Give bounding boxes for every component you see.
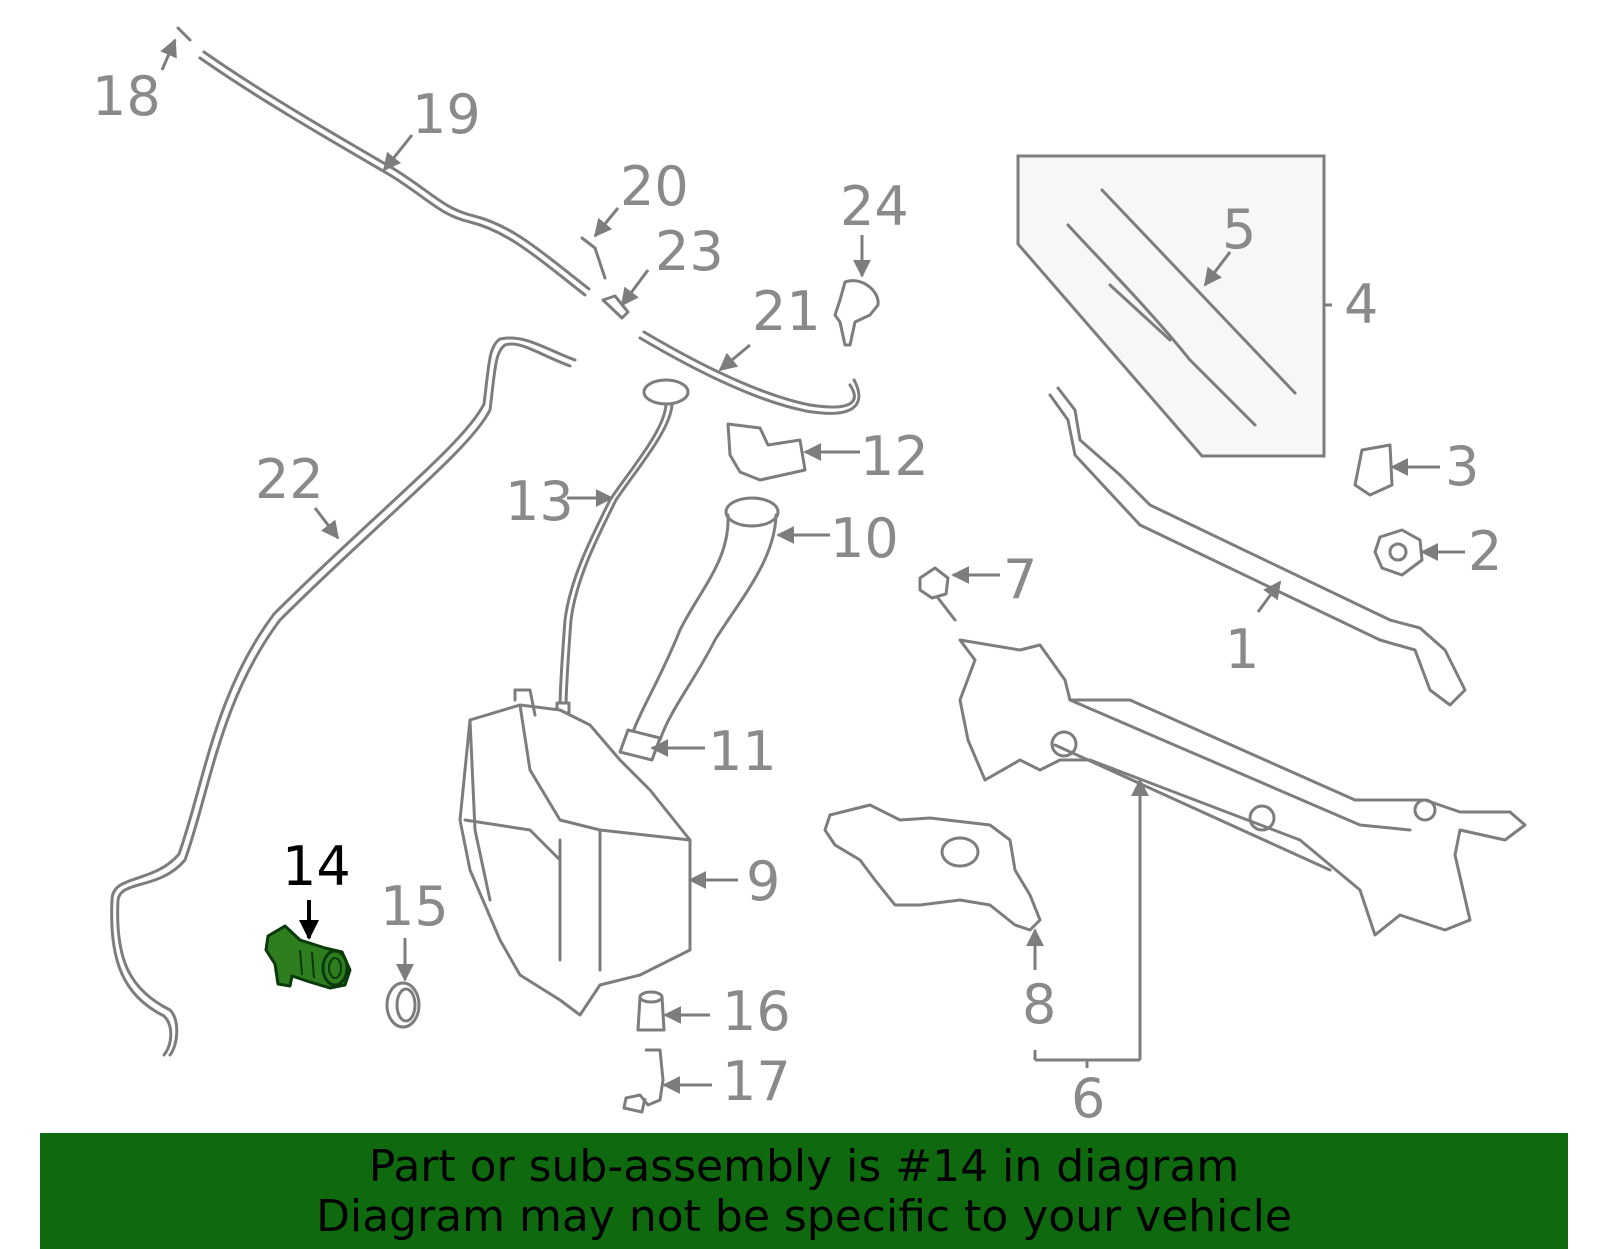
part-17-sensor (622, 1048, 712, 1114)
part-19-hose (160, 26, 591, 297)
part-13-cap (555, 378, 690, 715)
part-1-wiper-arm (1048, 386, 1467, 707)
part-3-cap (1353, 443, 1440, 497)
callout-18: 18 (92, 65, 161, 128)
part-4-blade-assembly (1016, 154, 1332, 458)
part-23-connector (601, 269, 650, 320)
info-banner: Part or sub-assembly is #14 in diagram D… (40, 1133, 1568, 1249)
callout-17: 17 (722, 1050, 791, 1113)
callout-19: 19 (412, 83, 481, 146)
part-10-filler-neck (628, 496, 830, 742)
callout-2: 2 (1468, 520, 1502, 583)
part-24-nozzle (833, 235, 880, 347)
callout-10: 10 (830, 507, 899, 570)
callout-16: 16 (722, 980, 791, 1043)
part-11-seal (618, 728, 705, 762)
callout-24: 24 (840, 175, 909, 238)
callout-1: 1 (1225, 618, 1259, 681)
part-20-connector (580, 207, 620, 280)
part-7-bolt (918, 566, 1000, 622)
banner-line-2: Diagram may not be specific to your vehi… (316, 1191, 1292, 1242)
callout-21: 21 (752, 280, 821, 343)
part-22-hose (110, 336, 577, 1057)
callout-20: 20 (620, 155, 689, 218)
callout-4: 4 (1344, 273, 1378, 336)
callout-13: 13 (505, 470, 574, 533)
callout-5: 5 (1222, 198, 1256, 261)
callout-23: 23 (655, 220, 724, 283)
callout-7: 7 (1003, 548, 1037, 611)
banner-line-1: Part or sub-assembly is #14 in diagram (368, 1141, 1240, 1192)
part-15-grommet (385, 938, 421, 1029)
part-9-reservoir (458, 688, 738, 1017)
part-6-linkage (958, 638, 1527, 1068)
part-16-grommet (636, 990, 710, 1032)
callout-14: 14 (282, 835, 351, 898)
callout-6: 6 (1071, 1067, 1105, 1130)
callout-8: 8 (1022, 973, 1056, 1036)
callout-3: 3 (1445, 435, 1479, 498)
part-2-nut (1373, 528, 1465, 577)
part-8-motor (823, 803, 1044, 970)
part-14-pump (264, 900, 352, 990)
part-12-bracket (726, 422, 860, 482)
part-21-hose (638, 330, 861, 415)
callout-15: 15 (380, 875, 449, 938)
callout-22: 22 (255, 448, 324, 511)
callout-11: 11 (708, 720, 777, 783)
callout-9: 9 (746, 850, 780, 913)
callout-12: 12 (860, 425, 929, 488)
